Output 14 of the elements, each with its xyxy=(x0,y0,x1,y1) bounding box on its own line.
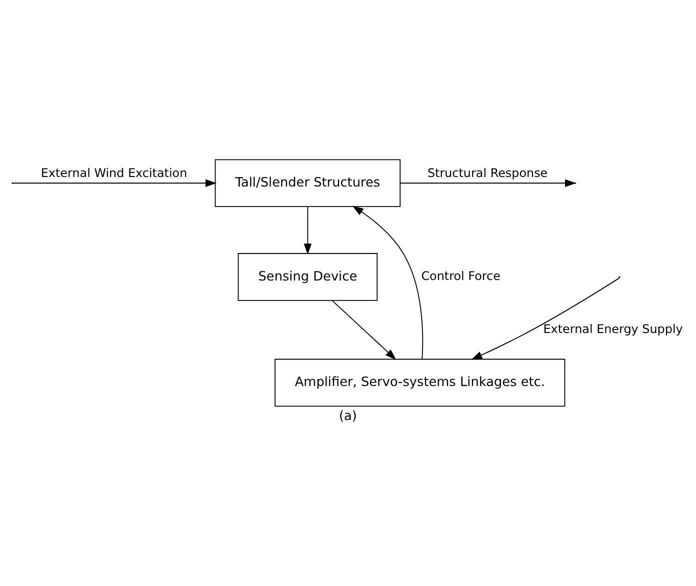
arrow xyxy=(304,206,312,254)
node-box: Sensing Device xyxy=(238,252,378,300)
caption: (a) xyxy=(339,408,357,424)
edge-label: External Energy Supply xyxy=(543,321,683,336)
arrow xyxy=(400,178,576,186)
node-box: Tall/Slender Structures xyxy=(214,158,401,207)
arrow xyxy=(471,276,620,360)
edge-label: External Wind Excitation xyxy=(40,166,188,180)
arrow xyxy=(352,205,424,360)
node-box: Amplifier, Servo-systems Linkages etc. xyxy=(274,358,566,406)
arrow xyxy=(332,299,396,360)
edge-label: Control Force xyxy=(421,268,500,283)
edge-label: Structural Response xyxy=(427,166,548,180)
arrow xyxy=(12,178,217,186)
